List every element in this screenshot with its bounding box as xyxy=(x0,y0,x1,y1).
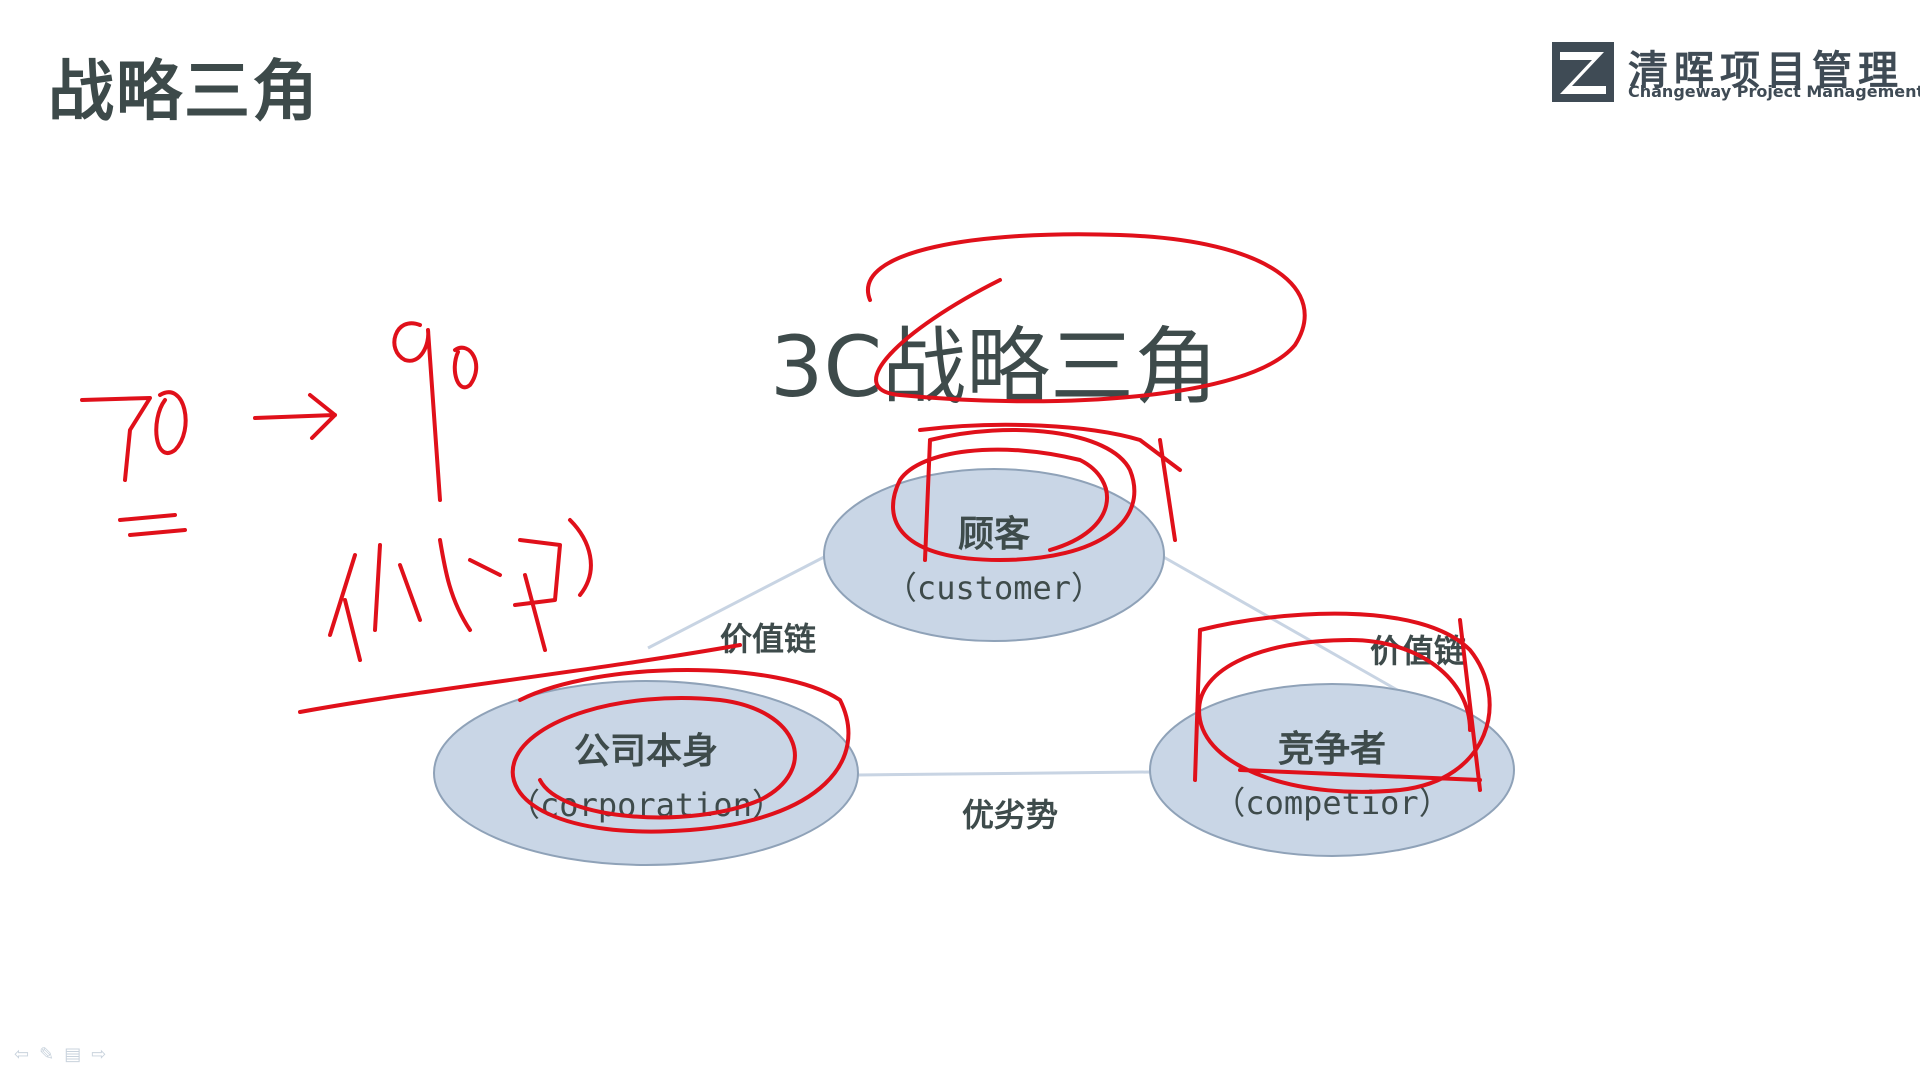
node-customer-cn: 顾客 xyxy=(957,514,1030,555)
slide-title: 战略三角 xyxy=(48,53,320,130)
edge-label-right: 价值链 xyxy=(1370,632,1467,670)
node-corporation-cn: 公司本身 xyxy=(573,731,718,772)
node-competitor-cn: 竞争者 xyxy=(1277,729,1386,770)
node-customer: 顾客 （customer） xyxy=(874,505,1114,609)
connector-left xyxy=(647,553,829,650)
annotation-scribble-competitor xyxy=(1193,611,1492,794)
annotation-scribble-corporation xyxy=(298,643,851,834)
menu-icon[interactable]: ▤ xyxy=(64,1044,92,1065)
annotation-underline-70 xyxy=(118,513,187,537)
company-logo: 清晖项目管理 Changeway Project Management xyxy=(1552,38,1920,108)
logo-mark-icon xyxy=(1552,42,1614,102)
annotation-scribble-customer xyxy=(891,422,1182,562)
annotation-arrow xyxy=(253,393,337,440)
annotation-handwriting-90 xyxy=(392,321,479,502)
annotation-circle-title xyxy=(866,232,1307,404)
edge-label-bottom: 优劣势 xyxy=(962,796,1059,834)
connector-bottom xyxy=(857,770,1151,777)
next-arrow-icon[interactable]: ⇨ xyxy=(91,1044,117,1065)
logo-name-cn: 清晖项目管理 xyxy=(1628,48,1904,94)
ellipse-customer xyxy=(823,468,1165,642)
presentation-controls[interactable]: ⇦✎▤⇨ xyxy=(14,1044,116,1065)
ellipse-competitor xyxy=(1149,683,1515,857)
annotation-handwriting-youlieshi xyxy=(328,518,593,662)
logo-name-en: Changeway Project Management xyxy=(1628,82,1920,101)
node-customer-en: （customer） xyxy=(884,569,1104,607)
pen-icon[interactable]: ✎ xyxy=(39,1044,65,1065)
prev-arrow-icon[interactable]: ⇦ xyxy=(14,1044,40,1065)
annotation-handwriting-70 xyxy=(80,390,188,482)
edge-label-left: 价值链 xyxy=(720,620,817,658)
